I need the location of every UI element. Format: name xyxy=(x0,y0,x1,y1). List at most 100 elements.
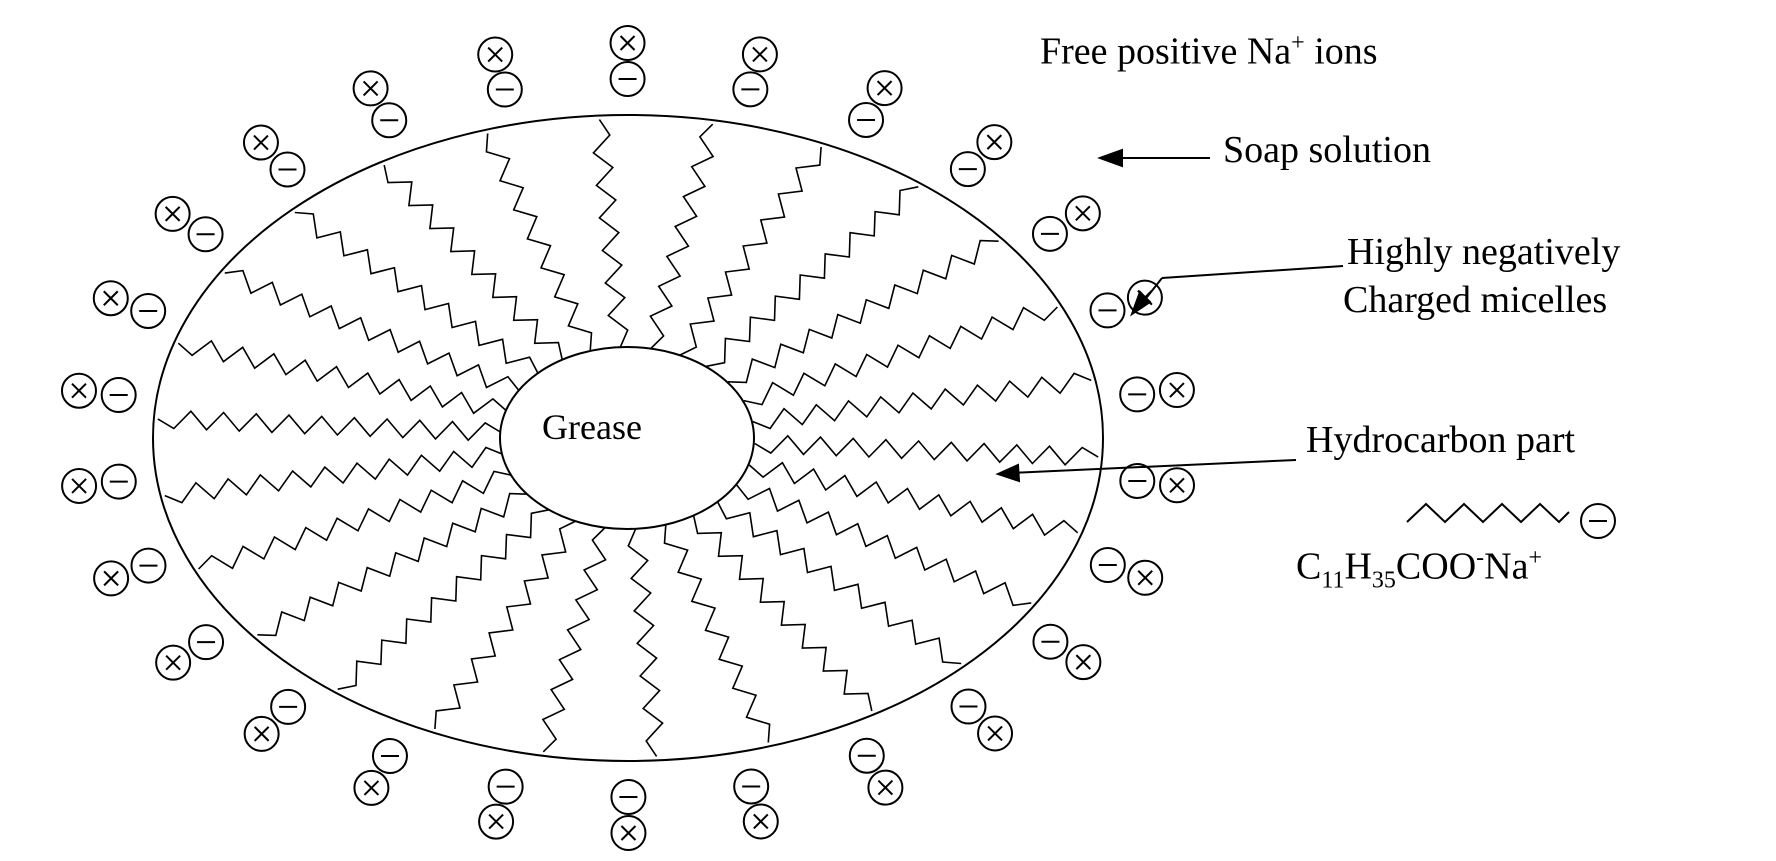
formula-rest: COO xyxy=(1395,545,1477,588)
negative-ion xyxy=(100,463,137,500)
positive-ion xyxy=(609,25,646,62)
hydrocarbon-chain xyxy=(177,339,508,415)
hydrocarbon-chain xyxy=(752,372,1092,430)
hydrocarbon-chain xyxy=(257,492,529,637)
negative-ion xyxy=(1032,623,1069,660)
formula-na: Na xyxy=(1484,545,1529,588)
hydrocarbon-chain xyxy=(157,410,502,442)
negative-ion xyxy=(733,768,770,805)
plus-icon xyxy=(620,825,637,841)
negative-ion xyxy=(1089,292,1126,329)
hydrocarbon-chain xyxy=(198,470,513,570)
formula-pos: + xyxy=(1528,545,1543,571)
plus-icon xyxy=(165,654,181,671)
plus-icon xyxy=(753,813,769,830)
hydrocarbon-chain xyxy=(224,269,520,392)
hydrocarbon-chain xyxy=(294,211,539,375)
negative-ion xyxy=(949,151,986,188)
formula-neg: - xyxy=(1476,545,1485,571)
hydrocarbon-chain xyxy=(748,461,1079,537)
positive-ion xyxy=(977,715,1014,752)
plus-icon xyxy=(253,134,269,151)
micelles-label-line1: Highly negatively xyxy=(1347,231,1621,273)
negative-ion xyxy=(188,624,225,661)
positive-ion xyxy=(155,644,192,681)
free-ions-tail: ions xyxy=(1304,30,1378,73)
micelles-arrowhead xyxy=(1130,290,1152,317)
positive-ion xyxy=(243,715,280,752)
positive-ion xyxy=(867,769,904,806)
positive-ion xyxy=(742,803,779,840)
hydrocarbon-arrow xyxy=(1009,459,1297,474)
plus-icon xyxy=(877,779,894,796)
hydrocarbon-chain xyxy=(692,515,873,712)
hydrocarbon-label: Hydrocarbon part xyxy=(1306,419,1576,461)
micelles-label-line2: Charged micelles xyxy=(1343,279,1608,321)
hydrocarbon-chain xyxy=(592,119,629,348)
arrows xyxy=(995,148,1344,483)
negative-ion xyxy=(1119,376,1156,413)
negative-ion xyxy=(610,778,647,815)
positive-ion xyxy=(61,467,98,504)
hydrocarbon-arrowhead xyxy=(995,463,1021,483)
negative-ion xyxy=(270,688,307,725)
negative-ion xyxy=(487,768,524,805)
positive-ion xyxy=(478,803,515,840)
hydrocarbon-chain xyxy=(649,123,715,350)
negative-ion xyxy=(371,738,408,775)
soap-solution-label: Soap solution xyxy=(1223,129,1431,171)
hydrocarbon-chain xyxy=(627,528,664,757)
negative-ion xyxy=(130,547,167,584)
negative-ion xyxy=(486,71,523,108)
plus-icon xyxy=(986,134,1003,150)
hydrocarbon-chain xyxy=(743,306,1058,406)
plus-icon xyxy=(103,570,119,587)
positive-ion xyxy=(741,36,778,73)
hydrocarbon-chain xyxy=(717,501,962,665)
positive-ion xyxy=(477,36,514,73)
free-ions-charge: + xyxy=(1291,30,1305,56)
plus-icon xyxy=(1075,654,1092,670)
plus-icon xyxy=(1075,205,1091,222)
hydrocarbon-chain xyxy=(663,524,771,743)
plus-icon xyxy=(619,35,636,51)
plus-icon xyxy=(71,478,87,494)
positive-ion xyxy=(1064,195,1101,232)
plus-icon xyxy=(103,290,119,306)
formula-c-sub: 11 xyxy=(1321,567,1345,594)
positive-ion xyxy=(154,195,191,232)
plus-icon xyxy=(253,726,270,742)
soap-formula-label: C11H35COO-Na+ xyxy=(1296,545,1542,594)
negative-ion xyxy=(609,61,646,98)
negative-ion xyxy=(1031,215,1068,252)
negative-ion xyxy=(848,101,885,138)
soap-solution-arrowhead xyxy=(1097,148,1123,168)
positive-ion xyxy=(610,814,647,851)
plus-icon xyxy=(987,725,1003,742)
negative-ion xyxy=(100,377,137,414)
negative-ion xyxy=(269,151,306,188)
positive-ion xyxy=(866,70,903,107)
positive-ion xyxy=(353,769,390,806)
soap-molecule-legend xyxy=(1406,502,1616,539)
hydrocarbon-chain xyxy=(727,239,999,384)
grease-droplet xyxy=(499,346,755,530)
plus-icon xyxy=(487,46,503,63)
plus-icon xyxy=(363,780,380,796)
hydrocarbon-chains xyxy=(157,119,1099,757)
micelle-boundary-ellipse xyxy=(152,114,1104,762)
plus-icon xyxy=(1169,477,1185,493)
hydrocarbon-chain xyxy=(736,484,1032,607)
plus-icon xyxy=(752,46,768,63)
formula-h: H xyxy=(1344,545,1372,588)
plus-icon xyxy=(488,813,504,830)
plus-icon xyxy=(1169,382,1185,398)
positive-ion xyxy=(1127,559,1164,596)
positive-ion xyxy=(242,124,279,161)
hydrocarbon-chain xyxy=(485,133,593,352)
positive-ion xyxy=(60,372,97,409)
micelles-arrow xyxy=(1161,265,1344,279)
hydrocarbon-chain xyxy=(754,434,1099,466)
positive-ion xyxy=(1065,644,1102,681)
